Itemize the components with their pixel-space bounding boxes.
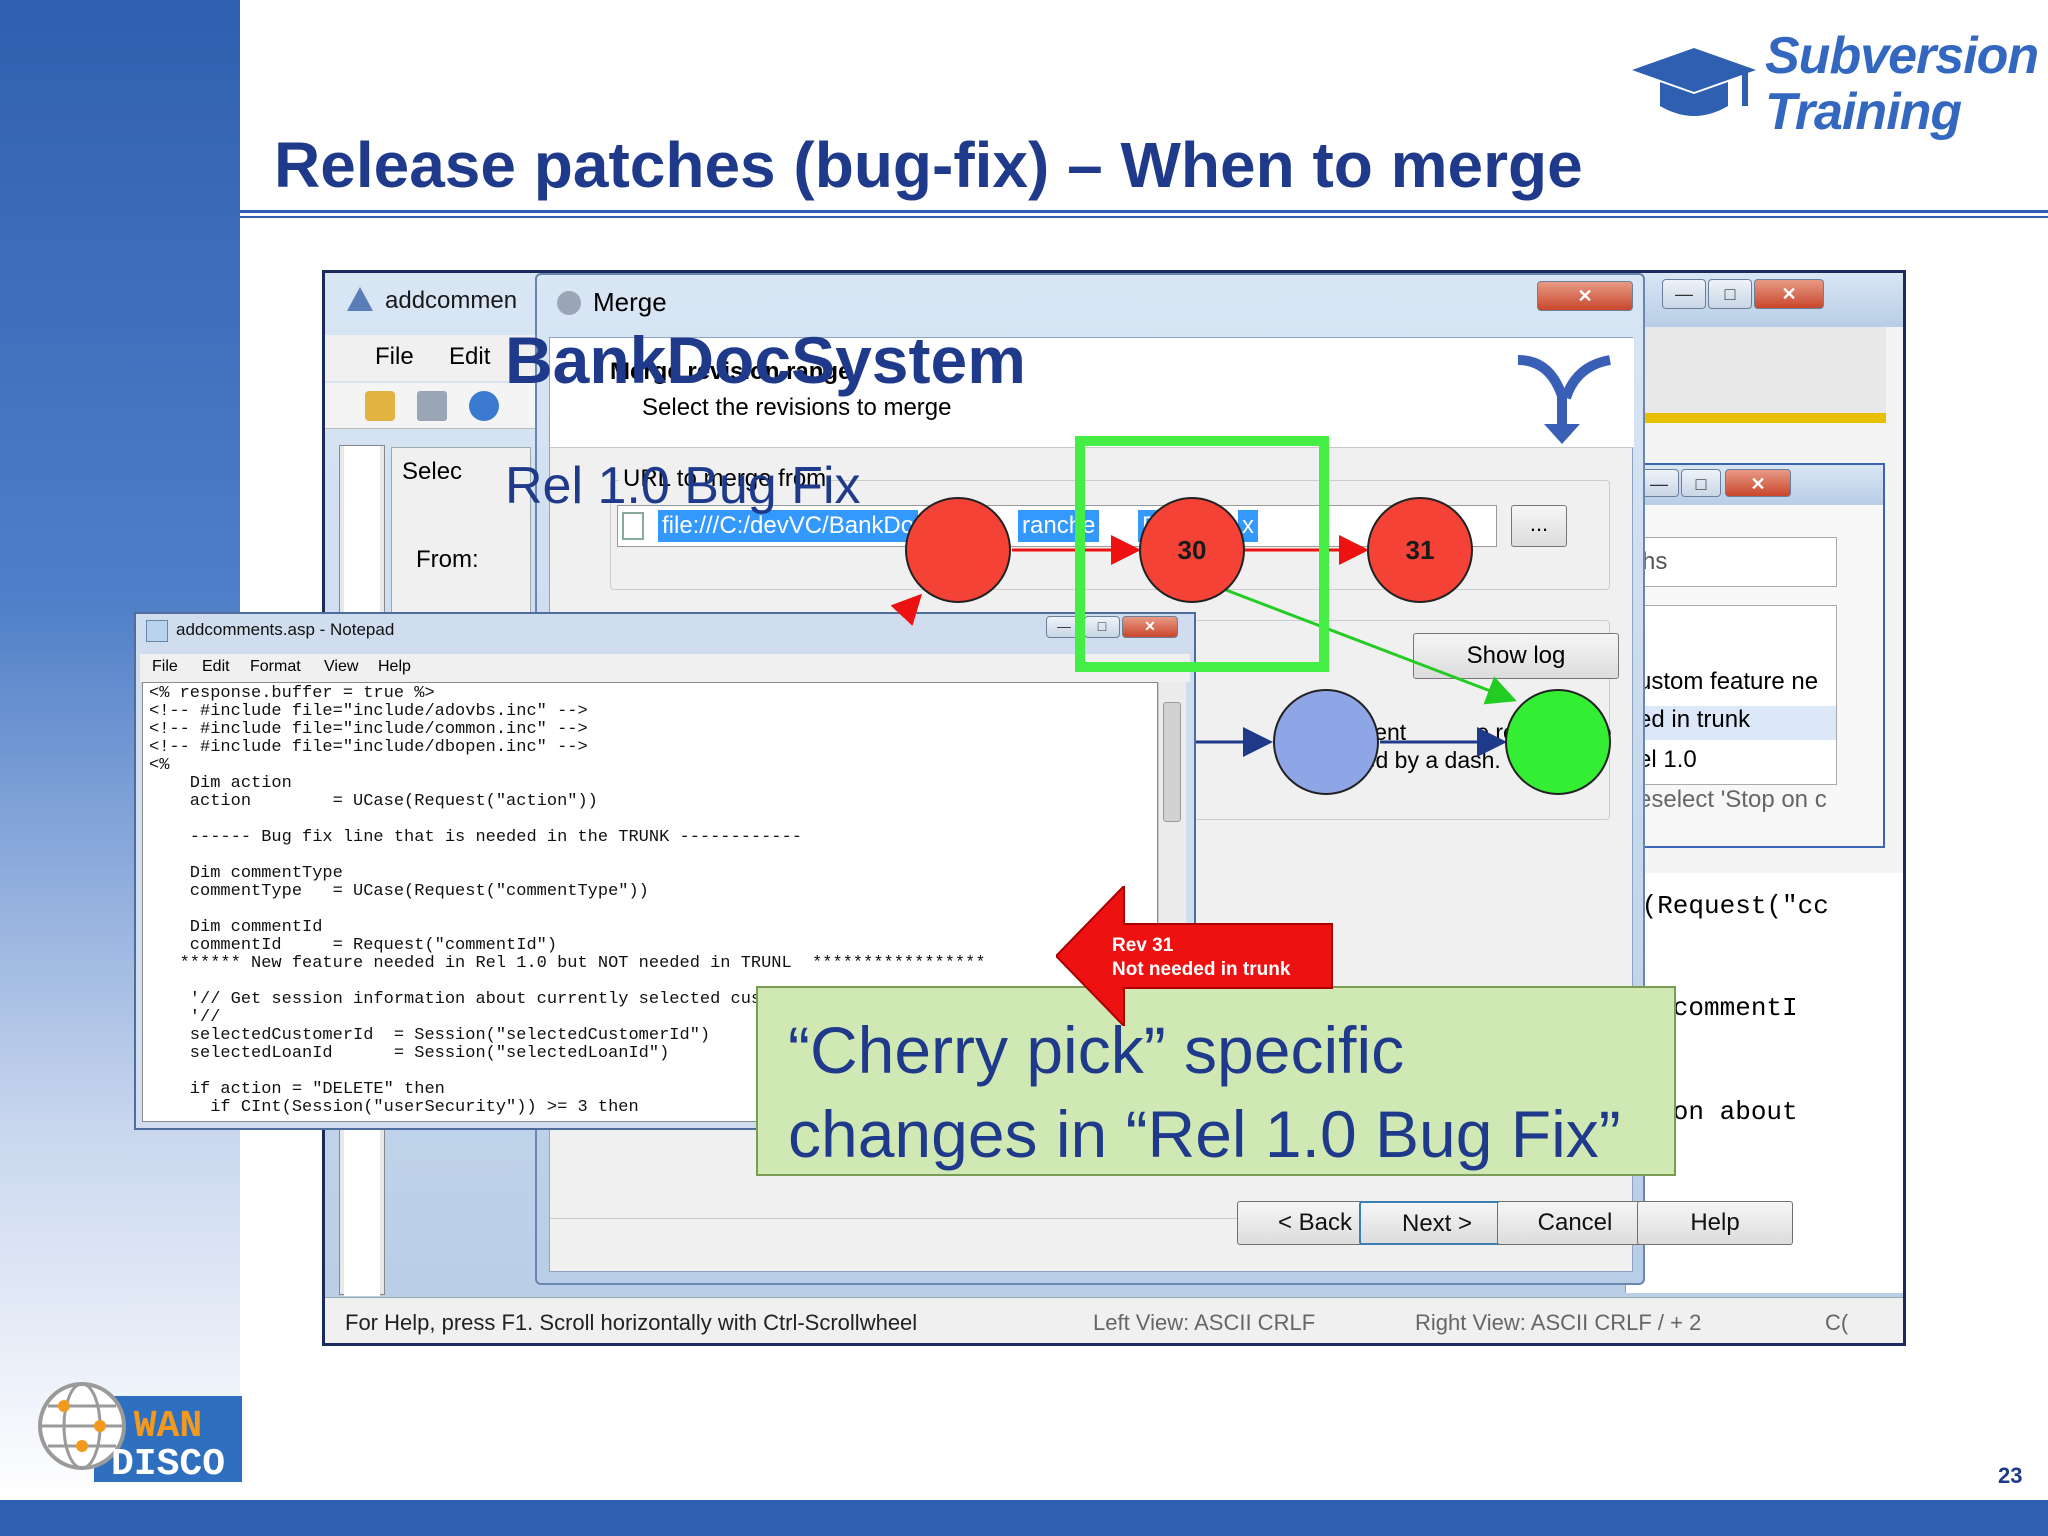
bottom-band — [0, 1500, 2048, 1536]
options-close-button[interactable]: ✕ — [1725, 469, 1791, 497]
notepad-minimize-button[interactable]: — — [1046, 616, 1082, 638]
list-item[interactable]: ustom feature ne — [1638, 668, 1819, 695]
notepad-window: addcomments.asp - Notepad — □ ✕ File Edi… — [134, 612, 1196, 1130]
right-code-line: e(Request("cc — [1626, 891, 1829, 921]
help-button[interactable]: Help — [1637, 1201, 1793, 1245]
menu-view[interactable]: View — [324, 658, 359, 675]
from-label: From: — [416, 546, 479, 573]
graduation-cap-icon — [1632, 48, 1756, 116]
wandisco-logo: WAN DISCO — [38, 1382, 242, 1484]
svg-text:WAN: WAN — [134, 1405, 202, 1448]
wizard-page-subtitle: Select the revisions to merge — [642, 394, 952, 421]
close-button[interactable]: ✕ — [1754, 279, 1824, 309]
options-minimize-button[interactable]: — — [1639, 469, 1679, 497]
notepad-title: addcomments.asp - Notepad — [176, 620, 395, 639]
notepad-code: <% response.buffer = true %> <!-- #inclu… — [149, 684, 986, 1117]
scrollbar-thumb[interactable] — [1163, 702, 1181, 822]
menu-file[interactable]: File — [152, 658, 178, 675]
file-icon — [622, 512, 644, 540]
merge-app-icon — [553, 287, 585, 319]
save-icon[interactable] — [417, 391, 447, 421]
url-value-tail: Rel — [1138, 510, 1183, 542]
merge-options-dialog: — □ ✕ hs ustom feature ne ed in trunk el… — [1635, 463, 1885, 848]
minimize-button[interactable]: — — [1662, 279, 1706, 309]
subversion-training-logo: Subversion Training — [1765, 27, 2039, 141]
tortoise-app-icon — [345, 285, 375, 315]
notepad-text-area[interactable]: <% response.buffer = true %> <!-- #inclu… — [142, 682, 1158, 1122]
list-item[interactable]: eselect 'Stop on c — [1638, 786, 1827, 813]
url-value: file:///C:/devVC/BankDo — [658, 510, 919, 542]
show-log-button[interactable]: Show log — [1413, 633, 1619, 679]
title-divider — [240, 210, 2048, 218]
menu-edit[interactable]: Edit — [449, 343, 491, 370]
notepad-menu-bar: File Edit Format View Help — [140, 654, 1190, 682]
status-help: For Help, press F1. Scroll horizontally … — [345, 1310, 918, 1335]
hint-text: pecified by a dash. — [1309, 747, 1501, 773]
notepad-icon — [146, 620, 168, 642]
select-dialog-title: Selec — [402, 458, 463, 485]
maximize-button[interactable]: □ — [1708, 279, 1752, 309]
browse-button[interactable]: ... — [1511, 505, 1567, 547]
wizard-page-title: Merge revision range — [610, 358, 852, 385]
right-toolbar-area — [1636, 327, 1886, 413]
menu-edit[interactable]: Edit — [202, 658, 230, 675]
status-bar: For Help, press F1. Scroll horizontally … — [325, 1297, 1903, 1343]
notepad-close-button[interactable]: ✕ — [1122, 616, 1178, 638]
url-value-tail: x — [1238, 510, 1258, 542]
menu-file[interactable]: File — [375, 343, 414, 370]
status-left-view: Left View: ASCII CRLF — [1093, 1310, 1316, 1335]
merge-arrows-icon — [1517, 355, 1612, 444]
list-item[interactable]: el 1.0 — [1638, 746, 1697, 773]
slide-title: Release patches (bug-fix) – When to merg… — [274, 129, 1583, 201]
merge-close-button[interactable]: ✕ — [1537, 281, 1633, 311]
options-maximize-button[interactable]: □ — [1681, 469, 1721, 497]
highlight-bar — [1636, 413, 1886, 423]
merge-dialog-title: Merge — [593, 287, 667, 317]
window-title: addcommen — [385, 287, 518, 314]
open-icon[interactable] — [365, 391, 395, 421]
status-right-view: Right View: ASCII CRLF / + 2 — [1415, 1310, 1702, 1335]
overlay-subtitle: Rel 1.0 Bug Fix — [505, 457, 861, 515]
svg-text:DISCO: DISCO — [111, 1443, 225, 1484]
menu-help[interactable]: Help — [378, 658, 411, 675]
next-button[interactable]: Next > — [1359, 1201, 1515, 1245]
overlay-title: BankDocSystem — [505, 323, 1026, 397]
wizard-header: Merge revision range Select the revision… — [550, 338, 1634, 448]
rev-label: Rev 31 Not needed in trunk — [1112, 935, 1291, 980]
notepad-maximize-button[interactable]: □ — [1084, 616, 1120, 638]
callout-text: “Cherry pick” specific changes in “Rel 1… — [788, 1013, 1621, 1171]
callout-box: “Cherry pick” specific changes in “Rel 1… — [756, 986, 1676, 1176]
refresh-icon[interactable] — [469, 391, 499, 421]
list-item[interactable]: ed in trunk — [1638, 706, 1836, 740]
url-label: URL to merge from — [619, 465, 831, 493]
cancel-button[interactable]: Cancel — [1497, 1201, 1653, 1245]
options-list: ustom feature ne ed in trunk el 1.0 esel… — [1637, 605, 1837, 813]
url-value-tail: ranche — [1018, 510, 1100, 542]
button-divider — [550, 1218, 1634, 1219]
page-number: 23 — [1998, 1463, 2023, 1488]
rev-arrow-icon — [1056, 886, 1333, 1026]
menu-format[interactable]: Format — [250, 658, 301, 675]
status-extra: C( — [1825, 1310, 1849, 1335]
paths-field[interactable]: hs — [1637, 537, 1837, 587]
